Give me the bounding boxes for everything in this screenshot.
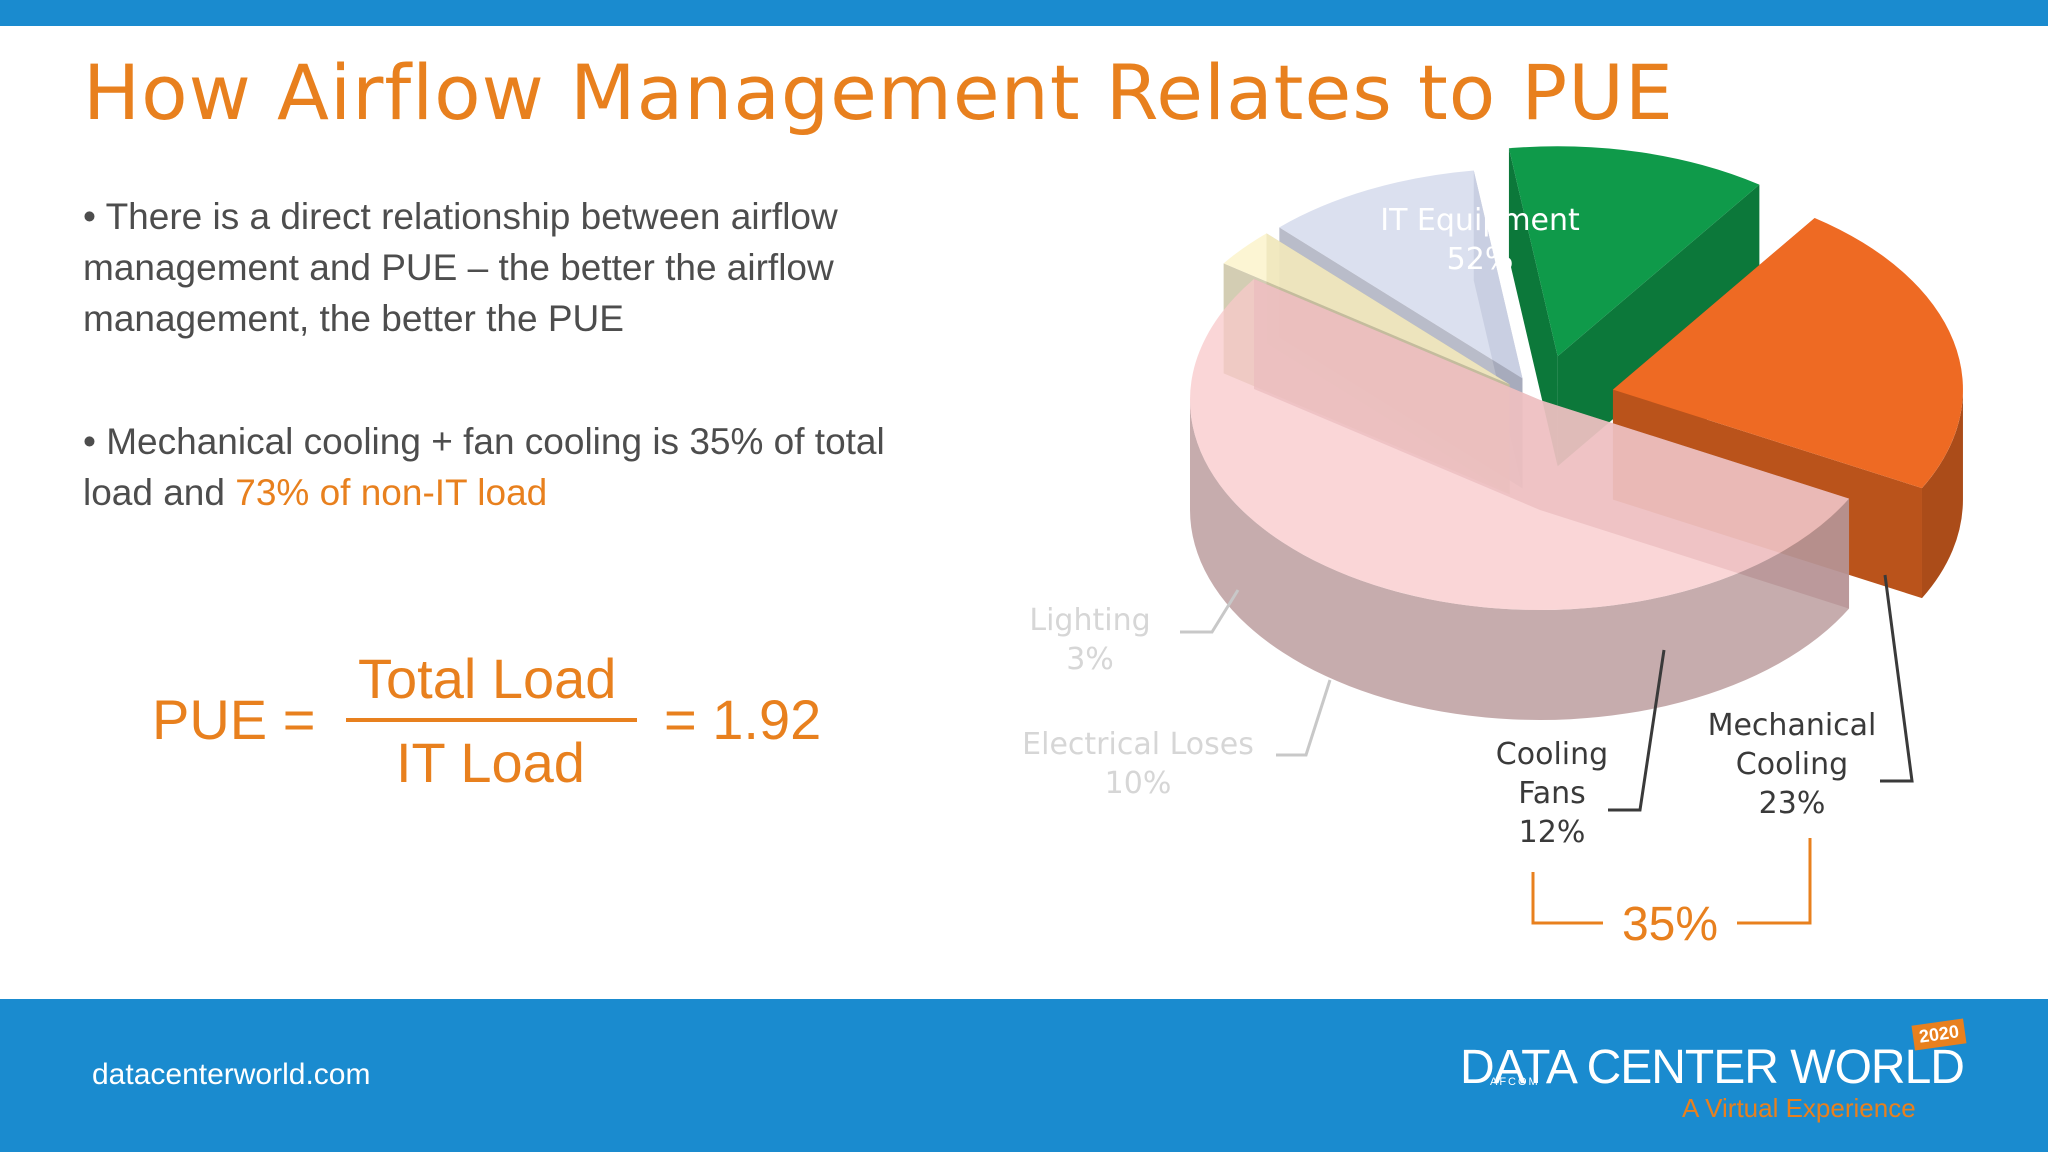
slide-title: How Airflow Management Relates to PUE: [83, 48, 1674, 137]
formula-denominator: IT Load: [396, 731, 585, 794]
fraction-bar: [346, 718, 637, 722]
mechanical-cooling-leader-line: [1880, 574, 1914, 783]
electrical-loses-label-line: Electrical Loses: [1022, 727, 1254, 762]
lighting-label: Lighting 3%: [1029, 603, 1150, 677]
cooling-fans-cut-face-1: [1557, 184, 1760, 467]
cooling-bracket: 35%: [1531, 838, 1812, 951]
pie-leader-lines: [1180, 574, 1914, 812]
it-equipment-value: 52%: [1447, 242, 1514, 277]
electrical-loses-slice: [1279, 170, 1523, 379]
pie-labels: IT Equipment 52% Lighting 3% Electrical Lose…: [1022, 203, 1876, 850]
mechanical-cooling-side-0: [1921, 389, 1963, 599]
formula-numerator: Total Load: [358, 647, 617, 710]
electrical-loses-label: Electrical Loses 10%: [1022, 727, 1254, 801]
electrical-loses-value: 10%: [1105, 766, 1172, 801]
bracket-label: 35%: [1622, 898, 1718, 951]
bracket-right: [1737, 838, 1812, 925]
mechanical-cooling-value: 23%: [1759, 786, 1826, 821]
it-equipment-label: IT Equipment 52%: [1380, 203, 1580, 277]
brand-name: DATA CENTER WORLD: [1460, 1041, 1965, 1094]
cooling-fans-label-line: Fans: [1518, 776, 1586, 811]
it-equipment-label-line: IT Equipment: [1380, 203, 1580, 238]
bracket-left: [1531, 872, 1603, 925]
cooling-fans-leader-line: [1608, 649, 1666, 812]
cooling-fans-cut-face-0: [1508, 148, 1558, 467]
brand-tagline: A Virtual Experience: [1682, 1093, 1916, 1123]
electrical-loses-leader-line: [1276, 679, 1332, 757]
lighting-slice: [1223, 233, 1510, 385]
formula-result: = 1.92: [664, 688, 822, 751]
mechanical-cooling-label-line: Cooling: [1736, 747, 1848, 782]
footer-url: datacenterworld.com: [92, 1058, 371, 1091]
bullet-2-highlight: 73% of non-IT load: [235, 472, 548, 513]
header-bar: [0, 0, 2048, 26]
brand-org: AFCOM: [1490, 1076, 1540, 1088]
lighting-leader-line: [1180, 589, 1240, 634]
bullet-point-2: • Mechanical cooling + fan cooling is 35…: [83, 416, 963, 518]
bullet-2-text: • Mechanical cooling + fan cooling is 35…: [83, 421, 885, 513]
lighting-label-line: Lighting: [1029, 603, 1150, 638]
mechanical-cooling-label-line: Mechanical: [1708, 708, 1877, 743]
lighting-value: 3%: [1066, 642, 1114, 677]
cooling-fans-slice: [1508, 146, 1760, 357]
it-equipment-slice: [1190, 278, 1850, 610]
formula-lhs: PUE =: [152, 688, 316, 751]
pie-chart: IT Equipment 52% Lighting 3% Electrical Lose…: [1022, 146, 1963, 951]
cooling-fans-value: 12%: [1519, 815, 1586, 850]
cooling-fans-label-line: Cooling: [1496, 737, 1608, 772]
it-equipment-side-0: [1189, 400, 1850, 721]
bullet-point-1: • There is a direct relationship between…: [83, 196, 838, 339]
mechanical-cooling-slice: [1612, 217, 1963, 489]
footer-bar: [0, 999, 2048, 1152]
pie-tops: [1190, 146, 1963, 610]
